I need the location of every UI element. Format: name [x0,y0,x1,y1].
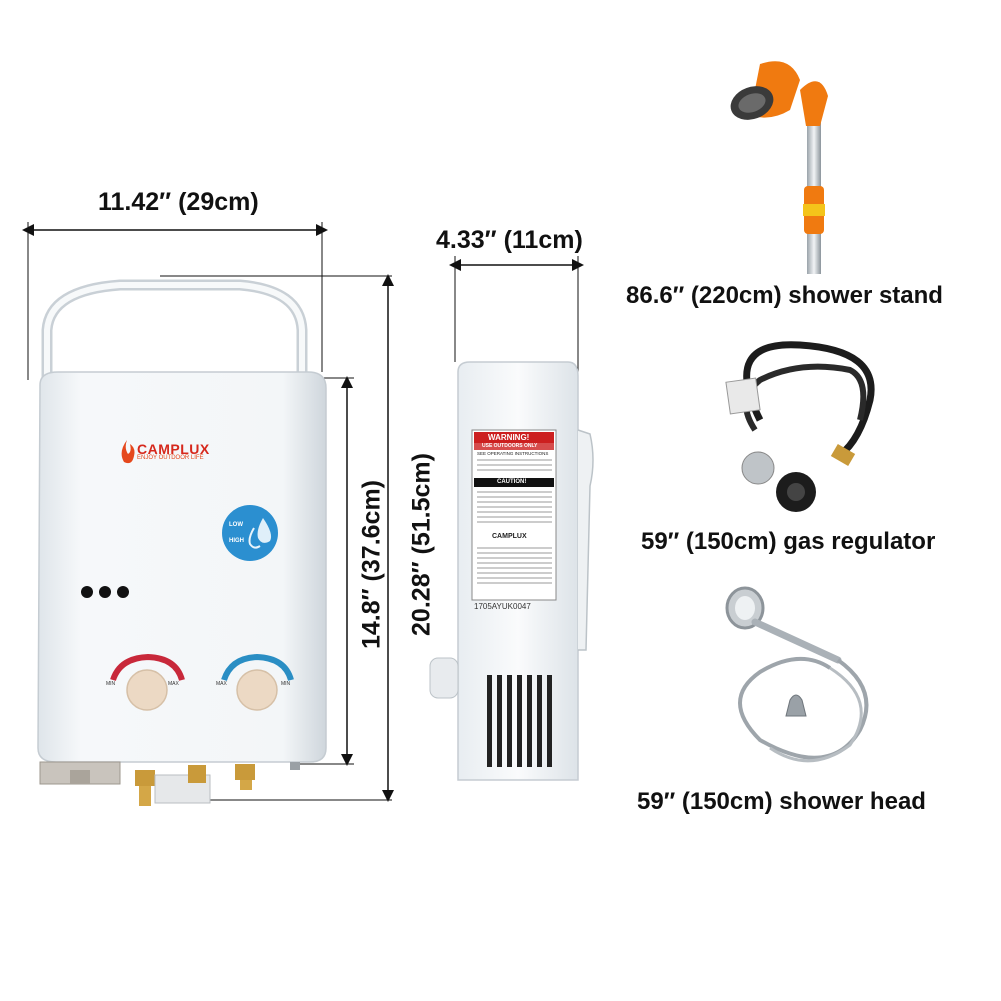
shower-head-label: 59″ (150cm) shower head [637,788,926,815]
body-height-dimension-label: 14.8″ (37.6cm) [357,479,386,650]
serial-number: 1705AYUK0047 [474,602,531,611]
gas-regulator-icon [725,341,875,512]
shower-stand-label: 86.6″ (220cm) shower stand [626,282,943,309]
indicator-dot [81,586,93,598]
instructions-line: SEE OPERATING INSTRUCTIONS [477,451,549,456]
total-height-dimension-line [160,274,394,802]
warning-title: WARNING! [488,433,530,442]
left-knob-min-label: MIN [106,681,116,687]
badge-high-label: HIGH [229,538,244,544]
gas-regulator-label: 59″ (150cm) gas regulator [641,528,936,555]
shower-head-icon [725,586,869,763]
width-dimension-label: 11.42″ (29cm) [98,188,259,216]
flame-logo-icon [121,440,135,464]
depth-dimension-line [449,256,584,378]
total-height-dimension-label: 20.28″ (51.5cm) [407,453,436,636]
flow-knob [236,669,278,711]
brand-tagline: ENJOY OUTDOOR LIFE [137,455,204,461]
shower-stand-icon [730,61,828,274]
label-brand: CAMPLUX [492,533,527,540]
water-badge-icon [222,505,278,561]
badge-low-label: LOW [229,522,243,528]
temperature-knob [126,669,168,711]
caution-title: CAUTION! [497,479,527,485]
left-knob-max-label: MAX [168,681,179,687]
indicator-dot [117,586,129,598]
side-heater-unit [429,361,594,781]
warning-subtitle: USE OUTDOORS ONLY [482,443,538,449]
indicator-dot [99,586,111,598]
depth-dimension-label: 4.33″ (11cm) [436,226,583,254]
brand-logo: CAMPLUX [137,441,210,457]
front-heater-unit [37,279,327,806]
width-dimension-line [22,222,328,380]
right-knob-max-label: MAX [216,681,227,687]
right-knob-min-label: MIN [281,681,291,687]
